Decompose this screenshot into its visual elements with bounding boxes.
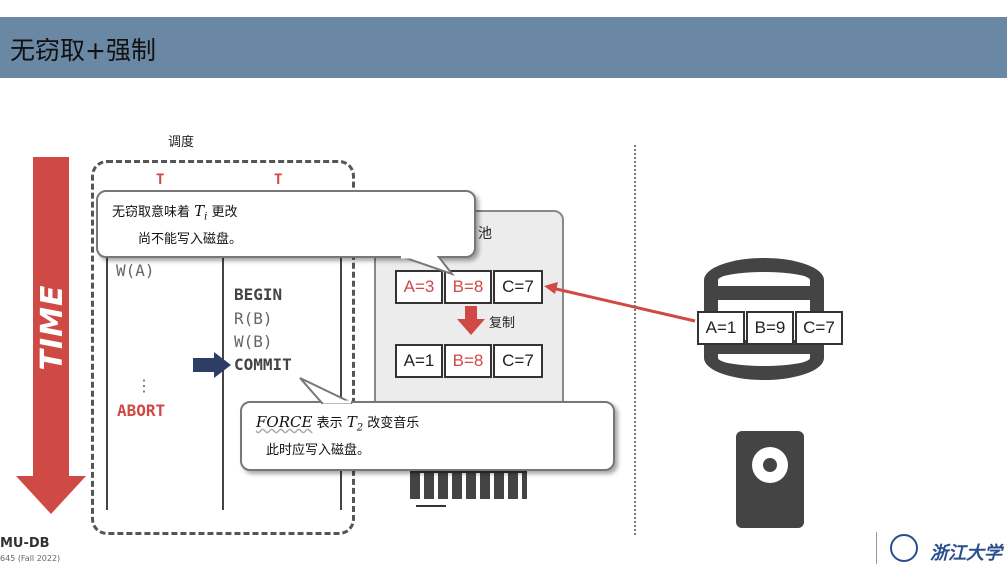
time-arrow-head: [16, 476, 86, 514]
university-logo-text: 浙江大学: [930, 543, 1002, 564]
pool-bottom-cell-c: C=7: [493, 344, 543, 378]
schedule-box: [91, 160, 355, 535]
memory-chip-icon: [410, 470, 527, 499]
title-bar: 无窃取+强制: [0, 17, 1007, 78]
t2-op-read-b: R(B): [234, 309, 273, 328]
copy-arrow: [465, 306, 477, 320]
schedule-label: 调度: [168, 135, 195, 150]
t1-marker: T: [156, 172, 165, 188]
schedule-table: [106, 258, 342, 510]
buffer-pool-label: 池: [478, 226, 492, 242]
t2-op-begin: BEGIN: [234, 285, 283, 304]
t1-op-abort: ABORT: [117, 401, 166, 420]
force-callout-math-t: T: [346, 413, 357, 431]
pool-top-cell-c: C=7: [493, 270, 543, 304]
steal-callout-math-t: T: [194, 202, 205, 220]
footer-course-label: MU-DB: [0, 536, 50, 551]
force-callout-text-b: 改变音乐: [363, 416, 420, 431]
slide-title: 无窃取+强制: [10, 36, 156, 65]
pool-top-cell-a: A=3: [395, 270, 443, 304]
disk-to-pool-arrow: [544, 282, 696, 323]
steal-callout-text-b: 更改: [207, 205, 238, 220]
force-callout-math-sub: 2: [356, 422, 364, 434]
commit-pointer-arrow: [193, 358, 215, 372]
commit-pointer-arrow-tip: [214, 352, 231, 378]
copy-arrow-head: [457, 319, 485, 335]
steal-callout-tail: [400, 256, 455, 277]
force-callout-line1: FORCE 表示 T2 改变音乐: [256, 412, 419, 434]
footer-separator: [876, 532, 877, 564]
disk-cell-b: B=9: [746, 311, 794, 345]
pool-bottom-cell-a: A=1: [395, 344, 443, 378]
memory-chip-line: [416, 505, 446, 507]
disk-cell-a: A=1: [697, 311, 745, 345]
force-callout-text-a: 表示: [312, 416, 347, 431]
schedule-column-divider: [222, 258, 224, 510]
university-seal-icon: [890, 534, 918, 562]
t1-op-write-a: W(A): [116, 261, 155, 280]
t2-op-write-b: W(B): [234, 332, 273, 351]
hard-disk-spindle: [763, 458, 777, 472]
steal-callout: 无窃取意味着 Ti 更改 尚不能写入磁盘。: [96, 190, 476, 258]
time-label: TIME: [35, 284, 70, 371]
force-callout-math-force: FORCE: [256, 413, 313, 431]
footer-course-sub: 645 (Fall 2022): [0, 554, 61, 563]
force-callout-tail: [299, 377, 353, 404]
t2-op-commit: COMMIT: [234, 355, 292, 374]
force-callout-line2: 此时应写入磁盘。: [266, 443, 371, 458]
t2-marker: T: [274, 172, 283, 188]
copy-label: 复制: [489, 316, 516, 331]
steal-callout-line1: 无窃取意味着 Ti 更改: [112, 201, 238, 223]
pool-bottom-cell-b: B=8: [444, 344, 492, 378]
time-arrow-shaft: [33, 157, 69, 487]
disk-cell-c: C=7: [795, 311, 843, 345]
force-callout: FORCE 表示 T2 改变音乐 此时应写入磁盘。: [240, 401, 615, 471]
pool-top-cell-b: B=8: [444, 270, 492, 304]
t1-op-ellipsis: ⋮: [136, 376, 152, 395]
database-band-top: [704, 286, 824, 300]
steal-callout-math-sub: i: [204, 211, 208, 223]
steal-callout-text-a: 无窃取意味着: [112, 205, 195, 220]
steal-callout-line2: 尚不能写入磁盘。: [138, 232, 243, 247]
section-divider: [634, 145, 636, 535]
